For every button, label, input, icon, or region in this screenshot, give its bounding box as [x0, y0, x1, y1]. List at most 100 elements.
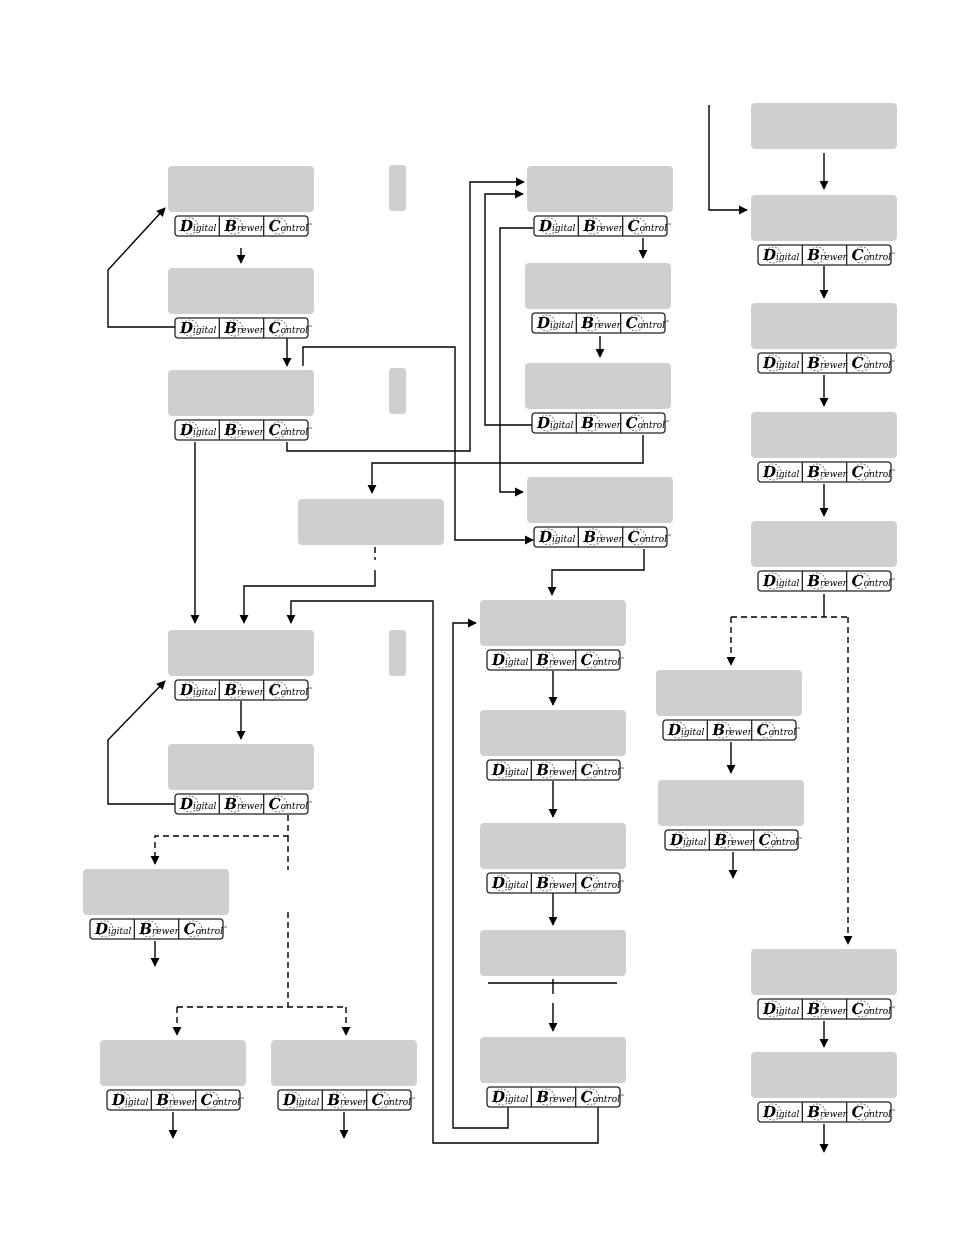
button-bar-frame — [757, 998, 892, 1020]
control-button[interactable]: Control™ — [269, 421, 313, 439]
brewer-button[interactable]: Brewer — [806, 463, 847, 481]
digital-button[interactable]: Digital — [179, 795, 217, 813]
brewer-button[interactable]: Brewer — [535, 651, 576, 669]
trademark-mark: ™ — [798, 837, 803, 843]
label-initial: C — [581, 874, 593, 892]
digital-button[interactable]: Digital — [538, 217, 576, 235]
control-button[interactable]: Control™ — [628, 528, 672, 546]
label-rest: rewer — [820, 1007, 848, 1017]
digital-button[interactable]: Digital — [762, 572, 800, 590]
control-button[interactable]: Control™ — [201, 1091, 245, 1109]
control-button[interactable]: Control™ — [757, 721, 801, 739]
brewer-button[interactable]: Brewer — [535, 1088, 576, 1106]
control-button[interactable]: Control™ — [852, 463, 896, 481]
digital-button[interactable]: Digital — [762, 246, 800, 264]
control-button[interactable]: Control™ — [184, 920, 228, 938]
digital-button[interactable]: Digital — [491, 1088, 529, 1106]
digital-button[interactable]: Digital — [669, 831, 707, 849]
dashed-ring-icon — [808, 246, 826, 264]
digital-button[interactable]: Digital — [491, 761, 529, 779]
control-button[interactable]: Control™ — [269, 795, 313, 813]
digital-button[interactable]: Digital — [179, 217, 217, 235]
digital-button[interactable]: Digital — [667, 721, 705, 739]
brewer-button[interactable]: Brewer — [806, 1000, 847, 1018]
brewer-button[interactable]: Brewer — [580, 314, 621, 332]
label-initial: C — [852, 572, 864, 590]
trademark-mark: ™ — [667, 534, 672, 540]
digital-button[interactable]: Digital — [762, 463, 800, 481]
digital-button[interactable]: Digital — [762, 354, 800, 372]
digital-button[interactable]: Digital — [282, 1091, 320, 1109]
control-button[interactable]: Control™ — [759, 831, 803, 849]
digital-button[interactable]: Digital — [491, 874, 529, 892]
dashed-ring-icon — [764, 463, 782, 481]
control-button[interactable]: Control™ — [269, 681, 313, 699]
dashed-ring-icon — [584, 217, 602, 235]
button-label: Digital — [762, 354, 800, 372]
brewer-button[interactable]: Brewer — [582, 528, 623, 546]
control-button[interactable]: Control™ — [269, 319, 313, 337]
control-button[interactable]: Control™ — [581, 651, 625, 669]
control-button[interactable]: Control™ — [852, 354, 896, 372]
control-button[interactable]: Control™ — [852, 1103, 896, 1121]
brewer-button[interactable]: Brewer — [138, 920, 179, 938]
digital-button[interactable]: Digital — [536, 314, 574, 332]
digital-button[interactable]: Digital — [179, 421, 217, 439]
button-label: Control™ — [852, 246, 896, 264]
button-bar-frame — [277, 1089, 412, 1111]
brewer-button[interactable]: Brewer — [713, 831, 754, 849]
control-button[interactable]: Control™ — [269, 217, 313, 235]
brewer-button[interactable]: Brewer — [535, 761, 576, 779]
brewer-button[interactable]: Brewer — [223, 681, 264, 699]
label-rest: ontrol — [593, 1095, 621, 1105]
digital-button[interactable]: Digital — [762, 1103, 800, 1121]
digital-button[interactable]: Digital — [94, 920, 132, 938]
display-step-7: Digital Brewer Control™ — [100, 1040, 246, 1111]
control-button[interactable]: Control™ — [852, 572, 896, 590]
digital-button[interactable]: Digital — [762, 1000, 800, 1018]
trademark-mark: ™ — [665, 420, 670, 426]
control-button[interactable]: Control™ — [626, 314, 670, 332]
digital-button[interactable]: Digital — [536, 414, 574, 432]
brewer-button[interactable]: Brewer — [223, 217, 264, 235]
brewer-button[interactable]: Brewer — [535, 874, 576, 892]
button-label: Control™ — [201, 1091, 245, 1109]
brewer-button[interactable]: Brewer — [223, 795, 264, 813]
digital-button[interactable]: Digital — [491, 651, 529, 669]
brewer-button[interactable]: Brewer — [326, 1091, 367, 1109]
label-initial: B — [806, 463, 820, 481]
brewer-button[interactable]: Brewer — [223, 319, 264, 337]
control-button[interactable]: Control™ — [628, 217, 672, 235]
digital-button[interactable]: Digital — [179, 681, 217, 699]
label-initial: D — [491, 651, 505, 669]
brewer-button[interactable]: Brewer — [806, 246, 847, 264]
dashed-ring-icon — [760, 831, 778, 849]
control-button[interactable]: Control™ — [852, 246, 896, 264]
brewer-button[interactable]: Brewer — [806, 354, 847, 372]
button-label: Digital — [491, 1088, 529, 1106]
control-button-bar: Digital Brewer Control™ — [757, 352, 896, 374]
control-button-bar: Digital Brewer Control™ — [531, 412, 670, 434]
brewer-button[interactable]: Brewer — [711, 721, 752, 739]
brewer-button[interactable]: Brewer — [806, 1103, 847, 1121]
trademark-mark: ™ — [665, 320, 670, 326]
brewer-button[interactable]: Brewer — [580, 414, 621, 432]
brewer-button[interactable]: Brewer — [582, 217, 623, 235]
digital-button[interactable]: Digital — [538, 528, 576, 546]
digital-button[interactable]: Digital — [179, 319, 217, 337]
control-button[interactable]: Control™ — [852, 1000, 896, 1018]
brewer-button[interactable]: Brewer — [155, 1091, 196, 1109]
control-button[interactable]: Control™ — [581, 874, 625, 892]
control-button[interactable]: Control™ — [581, 1088, 625, 1106]
control-button[interactable]: Control™ — [626, 414, 670, 432]
brewer-button[interactable]: Brewer — [806, 572, 847, 590]
dashed-ring-icon — [493, 874, 511, 892]
label-initial: D — [538, 528, 552, 546]
brewer-button[interactable]: Brewer — [223, 421, 264, 439]
button-label: Brewer — [223, 421, 264, 439]
digital-button[interactable]: Digital — [111, 1091, 149, 1109]
trademark-mark: ™ — [891, 252, 896, 258]
label-rest: igital — [505, 881, 529, 891]
control-button[interactable]: Control™ — [581, 761, 625, 779]
control-button[interactable]: Control™ — [372, 1091, 416, 1109]
